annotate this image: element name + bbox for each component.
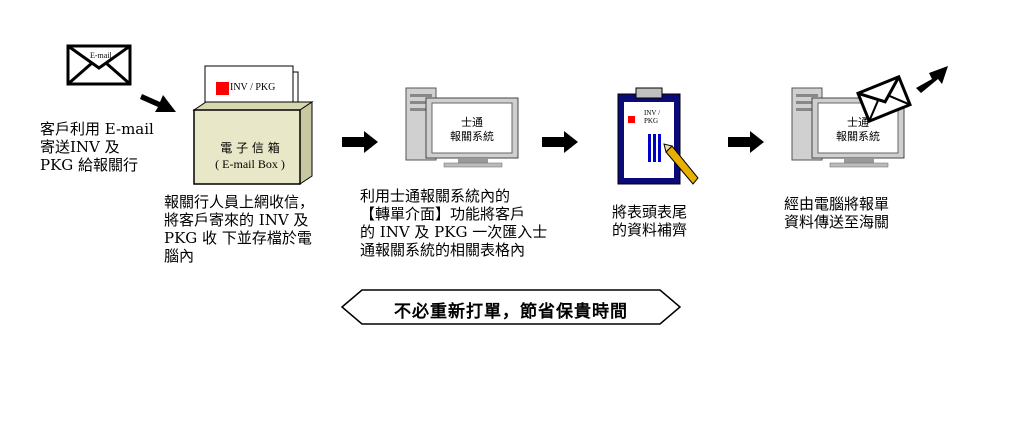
- email-envelope-icon: [856, 74, 912, 124]
- computer-icon: [405, 87, 519, 168]
- step2-caption: 報關行人員上網收信， 將客戶寄來的 INV 及 PKG 收 下並存檔於電 腦內: [164, 193, 315, 265]
- step1-caption: 客戶利用 E-mail 寄送INV 及 PKG 給報關行: [40, 120, 154, 174]
- paper-label: INV / PKG: [230, 82, 276, 93]
- arrow-icon: [542, 131, 578, 153]
- box-title: 電 子 信 箱: [220, 141, 280, 155]
- envelope-label: E-mail: [90, 51, 112, 60]
- email-box-icon: [192, 65, 314, 185]
- clipboard-label: INV / PKG: [644, 109, 661, 125]
- step3-caption: 利用士通報關系統內的 【轉單介面】功能將客戶 的 INV 及 PKG 一次匯入士…: [360, 187, 548, 259]
- banner-shape: [340, 289, 682, 325]
- clipboard-icon: [617, 87, 699, 185]
- banner-text: 不必重新打單，節省保貴時間: [394, 302, 628, 322]
- arrow-icon: [916, 66, 948, 93]
- screen-text: 士通 報關系統: [836, 116, 880, 143]
- arrow-icon: [728, 131, 764, 153]
- box-subtitle: ( E-mail Box ): [215, 157, 285, 171]
- arrow-icon: [342, 131, 378, 153]
- step4-caption: 將表頭表尾 的資料補齊: [612, 203, 688, 239]
- screen-text: 士通 報關系統: [450, 116, 494, 143]
- computer-icon: [791, 87, 905, 168]
- email-envelope-icon: [66, 44, 132, 86]
- step5-caption: 經由電腦將報單 資料傳送至海關: [784, 195, 890, 231]
- arrow-icon: [140, 94, 176, 112]
